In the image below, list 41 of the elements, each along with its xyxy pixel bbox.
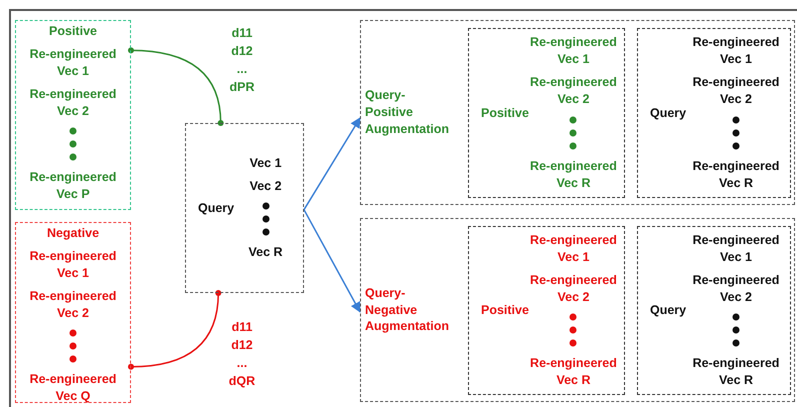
group-label: Positive: [481, 302, 529, 319]
vector-label: Re-engineered Vec R: [692, 158, 780, 192]
connector-line: [128, 47, 224, 126]
connector-line: [128, 290, 222, 370]
group-label: Query: [650, 302, 686, 319]
dashed-box: [360, 20, 795, 205]
group-label: Query: [650, 104, 686, 122]
vector-label: Vec 1: [250, 154, 282, 172]
vector-label: Re-engineered Vec 2: [529, 74, 618, 108]
dashed-box: [15, 20, 131, 210]
vector-label: Re-engineered Vec 1: [692, 232, 780, 266]
vector-label: Re-engineered Vec 1: [28, 248, 118, 282]
vector-label: Re-engineered Vec 1: [692, 34, 780, 68]
vector-label: Vec 2: [250, 178, 282, 194]
vector-label: Re-engineered Vec R: [529, 355, 618, 390]
dashed-box: [360, 218, 795, 402]
group-heading: Negative: [46, 225, 100, 242]
vector-label: Re-engineered Vec 1: [28, 46, 118, 80]
vector-label: Re-engineered Vec P: [28, 169, 118, 204]
vector-label: Vec R: [248, 244, 283, 262]
arrow: [303, 209, 361, 313]
dashed-box: [637, 226, 791, 395]
vector-label: Re-engineered Vec 2: [28, 288, 118, 322]
dashed-box: [185, 123, 304, 293]
group-heading: Positive: [49, 23, 97, 40]
group-label: Query: [198, 200, 234, 216]
vector-label: Re-engineered Vec 2: [692, 74, 780, 108]
dashed-box: [468, 28, 625, 198]
arrow: [303, 117, 361, 210]
vector-label: Re-engineered Vec 2: [692, 272, 780, 306]
dashed-box: [468, 226, 625, 395]
dashed-box: [637, 28, 791, 198]
vector-label: Re-engineered Vec R: [529, 158, 618, 192]
vector-label: Re-engineered Vec Q: [28, 371, 118, 406]
vector-label: Re-engineered Vec 2: [28, 86, 118, 120]
vector-label: Re-engineered Vec R: [692, 355, 780, 390]
vector-label: Re-engineered Vec 2: [529, 272, 618, 306]
vector-label: Re-engineered Vec 1: [529, 34, 618, 68]
vector-label: Re-engineered Vec 1: [529, 232, 618, 266]
group-label: Positive: [481, 104, 529, 122]
dashed-box: [15, 222, 131, 403]
